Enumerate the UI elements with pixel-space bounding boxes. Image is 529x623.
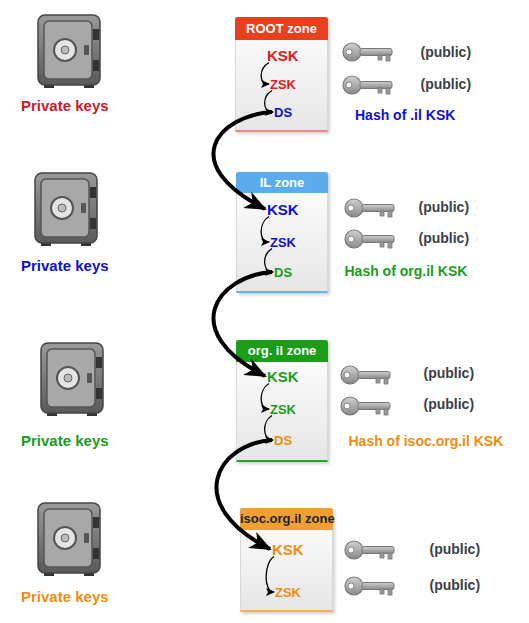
sign-arrow [261,384,269,410]
zone-box: IL zoneKSK ZSK DS [236,172,328,293]
safe-icon [41,343,103,416]
zone-box: ROOT zoneKSK ZSK DS [235,17,328,132]
safe-icon [35,173,97,246]
zone-header: org. il zone [236,340,328,362]
chain-arrow [213,112,272,209]
key-icon [345,577,394,595]
zone-box: isoc.org.il zoneKSK ZSK [240,508,333,612]
key-label: KSK [267,47,299,64]
hash-label: Hash of .il KSK [355,107,455,123]
key-icon [345,199,394,217]
key-label: KSK [272,541,304,558]
key-icon [345,230,394,248]
key-text: ZSK [270,402,296,417]
private-keys-label: Private keys [21,588,109,605]
public-key-label: (public) [421,44,472,60]
sign-arrow [266,557,274,593]
key-text: ZSK [270,235,296,250]
key-label: ZSK [270,235,296,250]
public-key-label: (public) [419,230,470,246]
private-keys-label: Private keys [21,257,109,274]
key-text: DS [274,265,292,280]
hash-label: Hash of isoc.org.il KSK [349,433,504,449]
key-text: ZSK [270,77,296,92]
public-key-label: (public) [419,199,470,215]
public-key-label: (public) [430,577,481,593]
chain-arrow [217,440,272,549]
zone-header: isoc.org.il zone [240,508,333,530]
key-text: DS [274,105,292,120]
private-keys-label: Private keys [21,97,109,114]
key-label: ZSK [270,77,296,92]
key-text: KSK [267,47,299,64]
key-text: KSK [267,201,299,218]
zone-header: IL zone [236,172,328,193]
key-icon [343,43,392,61]
public-key-label: (public) [424,365,475,381]
sign-arrow [265,416,273,441]
key-label: DS [274,433,292,448]
key-label: ZSK [275,585,301,600]
key-text: DS [274,433,292,448]
key-label: KSK [267,201,299,218]
public-key-label: (public) [424,396,475,412]
safe-icon [38,503,100,576]
key-text: KSK [267,368,299,385]
sign-arrow [265,91,273,113]
hash-label: Hash of org.il KSK [345,263,468,279]
chain-arrow [213,272,272,376]
key-label: KSK [267,368,299,385]
key-label: DS [274,265,292,280]
key-text: KSK [272,541,304,558]
key-label: ZSK [270,402,296,417]
key-label: DS [274,105,292,120]
zone-header: ROOT zone [235,17,328,40]
public-key-label: (public) [430,541,481,557]
key-icon [343,76,392,94]
key-icon [341,397,390,415]
key-text: ZSK [275,585,301,600]
private-keys-label: Private keys [21,432,109,449]
safe-icon [38,15,100,88]
key-icon [341,366,390,384]
sign-arrow [261,217,269,243]
key-icon [345,541,394,559]
sign-arrow [261,63,269,85]
zone-box: org. il zoneKSK ZSK DS [236,340,328,462]
public-key-label: (public) [421,76,472,92]
sign-arrow [265,249,273,273]
